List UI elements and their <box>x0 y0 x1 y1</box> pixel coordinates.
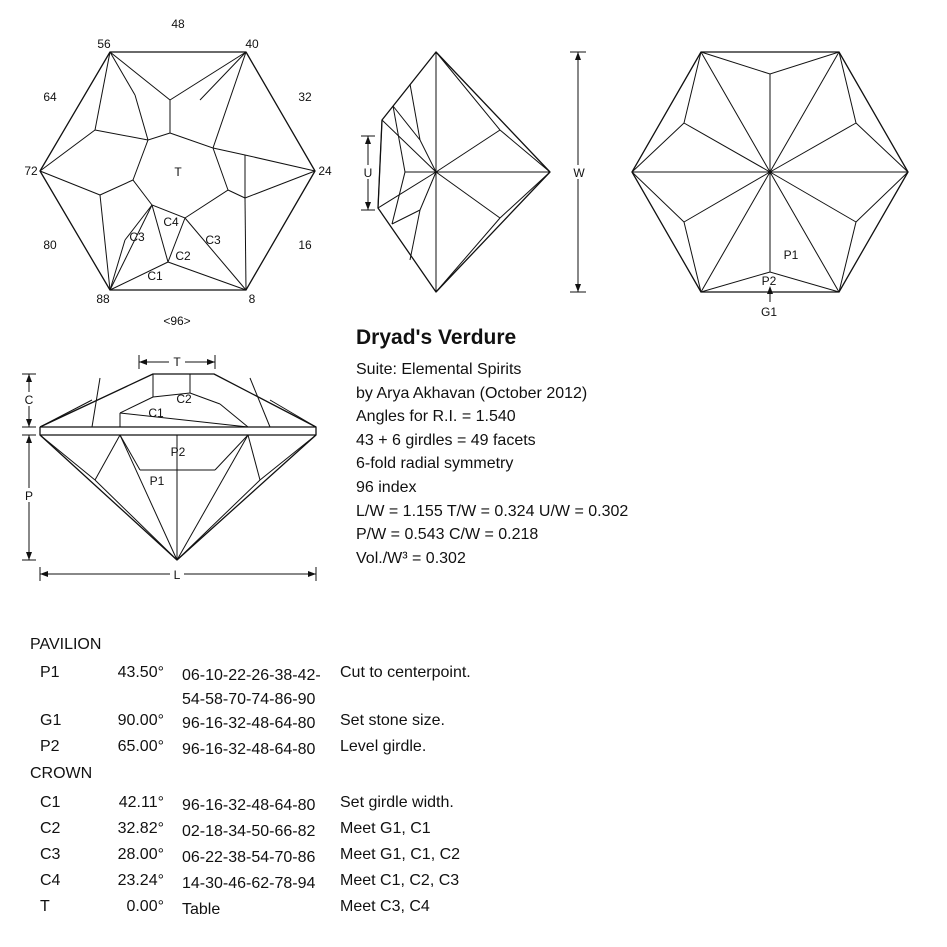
index-label-16: 16 <box>298 238 312 252</box>
design-info: Suite: Elemental Spirits by Arya Akhavan… <box>356 358 628 570</box>
facet-name: P1 <box>40 664 60 681</box>
index-gear-label: <96> <box>163 314 190 328</box>
pavilion-facet-lines <box>631 51 909 293</box>
index-label-56: 56 <box>97 37 111 51</box>
info-ri: Angles for R.I. = 1.540 <box>356 408 516 426</box>
design-title: Dryad's Verdure <box>356 326 517 349</box>
facet-index: 96-16-32-48-64-80 <box>182 715 316 732</box>
facet-label-C2: C2 <box>175 249 191 263</box>
section-heading-pavilion: PAVILION <box>30 636 102 653</box>
dimension-label-P: P <box>25 489 33 503</box>
profile-label-C2: C2 <box>176 392 192 406</box>
facet-angle: 65.00° <box>117 738 164 755</box>
index-label-64: 64 <box>43 90 57 104</box>
facet-label-C4: C4 <box>163 215 179 229</box>
pavilion-view-diagram: P1 P2 G1 <box>631 51 909 319</box>
facet-index: 02-18-34-50-66-82 <box>182 823 316 840</box>
info-suite: Suite: Elemental Spirits <box>356 361 522 378</box>
facet-label-C1: C1 <box>147 269 163 283</box>
pavilion-label-P2: P2 <box>762 274 777 288</box>
facet-index-line: 06-10-22-26-38-42- <box>182 667 321 684</box>
info-volume: Vol./W³ = 0.302 <box>356 549 466 567</box>
facet-label-C3-right: C3 <box>205 233 221 247</box>
facet-label-T: T <box>174 165 182 179</box>
facet-angle: 32.82° <box>117 820 164 837</box>
info-symmetry: 6-fold radial symmetry <box>356 455 514 473</box>
facet-note: Set stone size. <box>340 712 445 729</box>
facet-name: C4 <box>40 872 61 889</box>
facet-note: Meet G1, C1 <box>340 820 431 837</box>
info-ratios-1: L/W = 1.155 T/W = 0.324 U/W = 0.302 <box>356 502 629 520</box>
info-ratios-2: P/W = 0.543 C/W = 0.218 <box>356 526 539 544</box>
facet-angle: 43.50° <box>117 664 164 681</box>
crown-facet-lines <box>39 51 316 291</box>
facet-note: Meet G1, C1, C2 <box>340 846 461 863</box>
facet-angle: 28.00° <box>117 846 164 863</box>
info-facets: 43 + 6 girdles = 49 facets <box>356 431 536 449</box>
side-view-diagram: U W <box>361 51 586 293</box>
facet-angle: 42.11° <box>118 794 164 811</box>
index-label-48: 48 <box>171 17 185 31</box>
side-facet-lines <box>377 51 551 293</box>
facet-index: 96-16-32-48-64-80 <box>182 797 316 814</box>
profile-label-C1: C1 <box>148 406 164 420</box>
facet-index: 06-10-22-26-38-42- 54-58-70-74-86-90 <box>182 664 321 711</box>
facet-index: Table <box>182 901 221 918</box>
facet-note: Set girdle width. <box>340 794 454 811</box>
facet-angle: 90.00° <box>117 712 164 729</box>
facet-index: 96-16-32-48-64-80 <box>182 741 316 758</box>
facet-index-line: 54-58-70-74-86-90 <box>182 690 316 708</box>
facet-name: C1 <box>40 794 61 811</box>
dimension-label-L: L <box>174 568 181 582</box>
facet-name: C3 <box>40 846 61 863</box>
crown-view-diagram: 48 56 40 64 32 72 24 80 16 88 8 <96> T C… <box>24 17 332 328</box>
side-outline <box>377 51 551 293</box>
facet-index: 14-30-46-62-78-94 <box>182 875 316 892</box>
profile-view-diagram: T C P L C1 C2 P2 P1 <box>22 355 317 582</box>
index-label-72: 72 <box>24 164 38 178</box>
dimension-label-C: C <box>25 393 34 407</box>
facet-note: Meet C1, C2, C3 <box>340 872 460 889</box>
facet-label-C3-left: C3 <box>129 230 145 244</box>
pavilion-label-P1: P1 <box>784 248 799 262</box>
facet-index: 06-22-38-54-70-86 <box>182 849 316 866</box>
index-label-32: 32 <box>298 90 312 104</box>
index-label-88: 88 <box>96 292 110 306</box>
dimension-label-W: W <box>573 166 585 180</box>
profile-facet-lines <box>39 374 317 561</box>
index-label-40: 40 <box>245 37 259 51</box>
dimension-label-T: T <box>173 355 181 369</box>
facet-note: Cut to centerpoint. <box>340 664 471 681</box>
index-label-80: 80 <box>43 238 57 252</box>
facet-angle: 23.24° <box>117 872 164 889</box>
facet-name: C2 <box>40 820 61 837</box>
facet-angle: 0.00° <box>126 898 164 915</box>
index-label-8: 8 <box>249 292 256 306</box>
index-label-24: 24 <box>318 164 332 178</box>
facet-name: P2 <box>40 738 60 755</box>
profile-label-P2: P2 <box>171 445 186 459</box>
pavilion-label-G1: G1 <box>761 305 777 319</box>
facet-name: T <box>40 898 50 915</box>
facet-note: Level girdle. <box>340 738 427 755</box>
facet-note: Meet C3, C4 <box>340 898 430 915</box>
facet-name: G1 <box>40 712 62 729</box>
info-author: by Arya Akhavan (October 2012) <box>356 384 588 402</box>
section-heading-crown: CROWN <box>30 765 93 782</box>
dimension-label-U: U <box>364 166 373 180</box>
info-index: 96 index <box>356 478 417 496</box>
profile-label-P1: P1 <box>150 474 165 488</box>
